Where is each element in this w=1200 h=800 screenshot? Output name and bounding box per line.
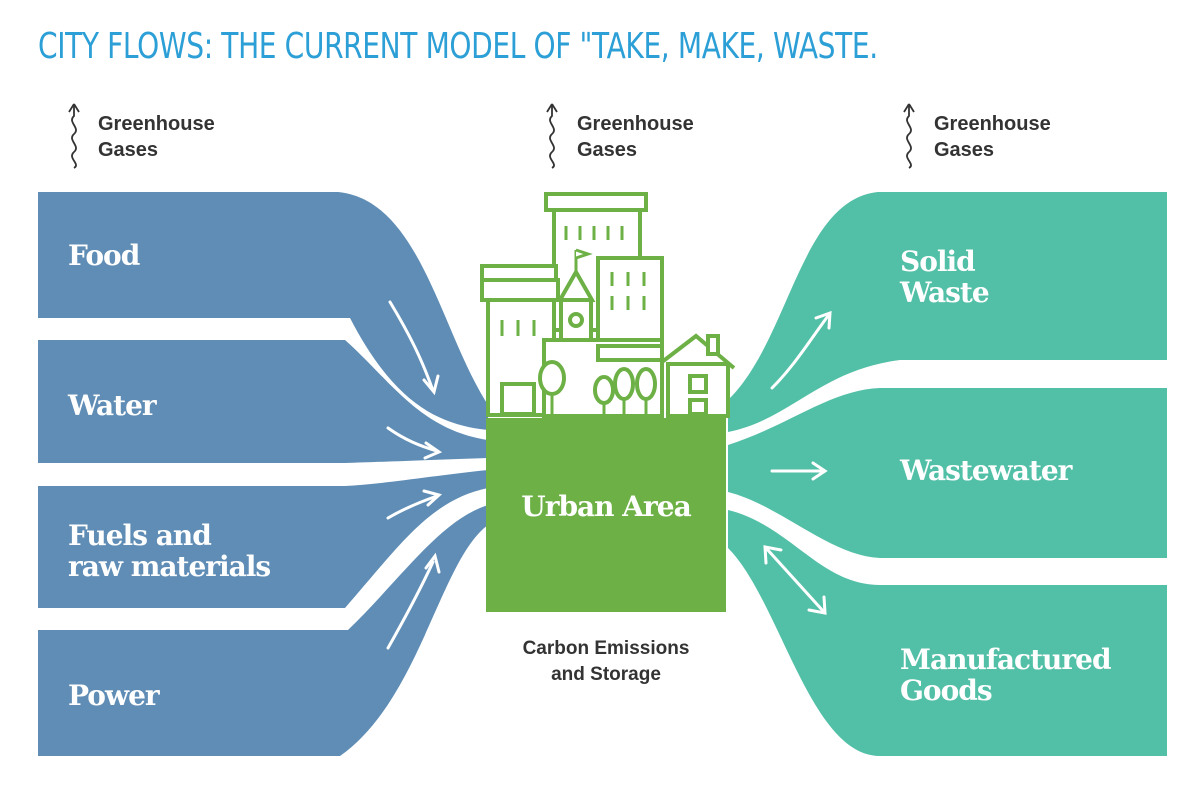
label-line1: Wastewater <box>900 454 1072 487</box>
greenhouse-gases-label-left: Greenhouse Gases <box>98 111 215 163</box>
wavy-arrow-up-icon <box>903 103 915 169</box>
wavy-arrow-up-icon <box>68 103 80 169</box>
caption-line1: Carbon Emissions <box>522 638 690 659</box>
label-line1: Solid <box>900 245 976 278</box>
diagram-title: CITY FLOWS: THE CURRENT MODEL OF "TAKE, … <box>38 26 878 67</box>
label-line2: Goods <box>900 674 993 707</box>
output-label-solid-waste: Solid Waste <box>900 245 990 309</box>
greenhouse-line1: Greenhouse <box>98 113 215 135</box>
greenhouse-line2: Gases <box>934 139 995 161</box>
greenhouse-line2: Gases <box>577 139 638 161</box>
label-line1: Water <box>68 389 157 422</box>
greenhouse-line1: Greenhouse <box>577 113 694 135</box>
carbon-emissions-caption: Carbon Emissions and Storage <box>470 636 742 688</box>
city-buildings-icon <box>480 192 736 418</box>
input-label-water: Water <box>68 389 157 422</box>
label-line2: Waste <box>900 276 990 309</box>
label-line1: Manufactured <box>900 643 1112 676</box>
label-line1: Food <box>68 239 140 272</box>
greenhouse-gases-label-center: Greenhouse Gases <box>577 111 694 163</box>
caption-line2: and Storage <box>551 664 661 685</box>
flow-arrow-icon <box>763 310 832 615</box>
output-band-wastewater <box>728 388 1167 558</box>
input-band-fuels <box>38 470 488 608</box>
label-line2: raw materials <box>68 550 271 583</box>
greenhouse-line1: Greenhouse <box>934 113 1051 135</box>
label-line1: Power <box>68 679 160 712</box>
input-band-water <box>38 340 488 463</box>
flow-arrow-icon <box>386 300 443 650</box>
output-band-manufactured-goods <box>728 510 1167 756</box>
input-label-power: Power <box>68 679 160 712</box>
greenhouse-gases-label-right: Greenhouse Gases <box>934 111 1051 163</box>
input-label-fuels: Fuels and raw materials <box>68 519 271 583</box>
wavy-arrow-up-icon <box>546 103 558 169</box>
urban-area-block <box>486 418 726 612</box>
input-band-food <box>38 192 488 430</box>
input-label-food: Food <box>68 239 140 272</box>
input-band-power <box>38 505 488 756</box>
output-band-solid-waste <box>728 192 1167 432</box>
output-label-manufactured-goods: Manufactured Goods <box>900 643 1112 707</box>
output-label-wastewater: Wastewater <box>900 454 1072 487</box>
urban-area-label: Urban Area <box>521 490 691 523</box>
greenhouse-line2: Gases <box>98 139 159 161</box>
label-line1: Fuels and <box>68 519 212 552</box>
